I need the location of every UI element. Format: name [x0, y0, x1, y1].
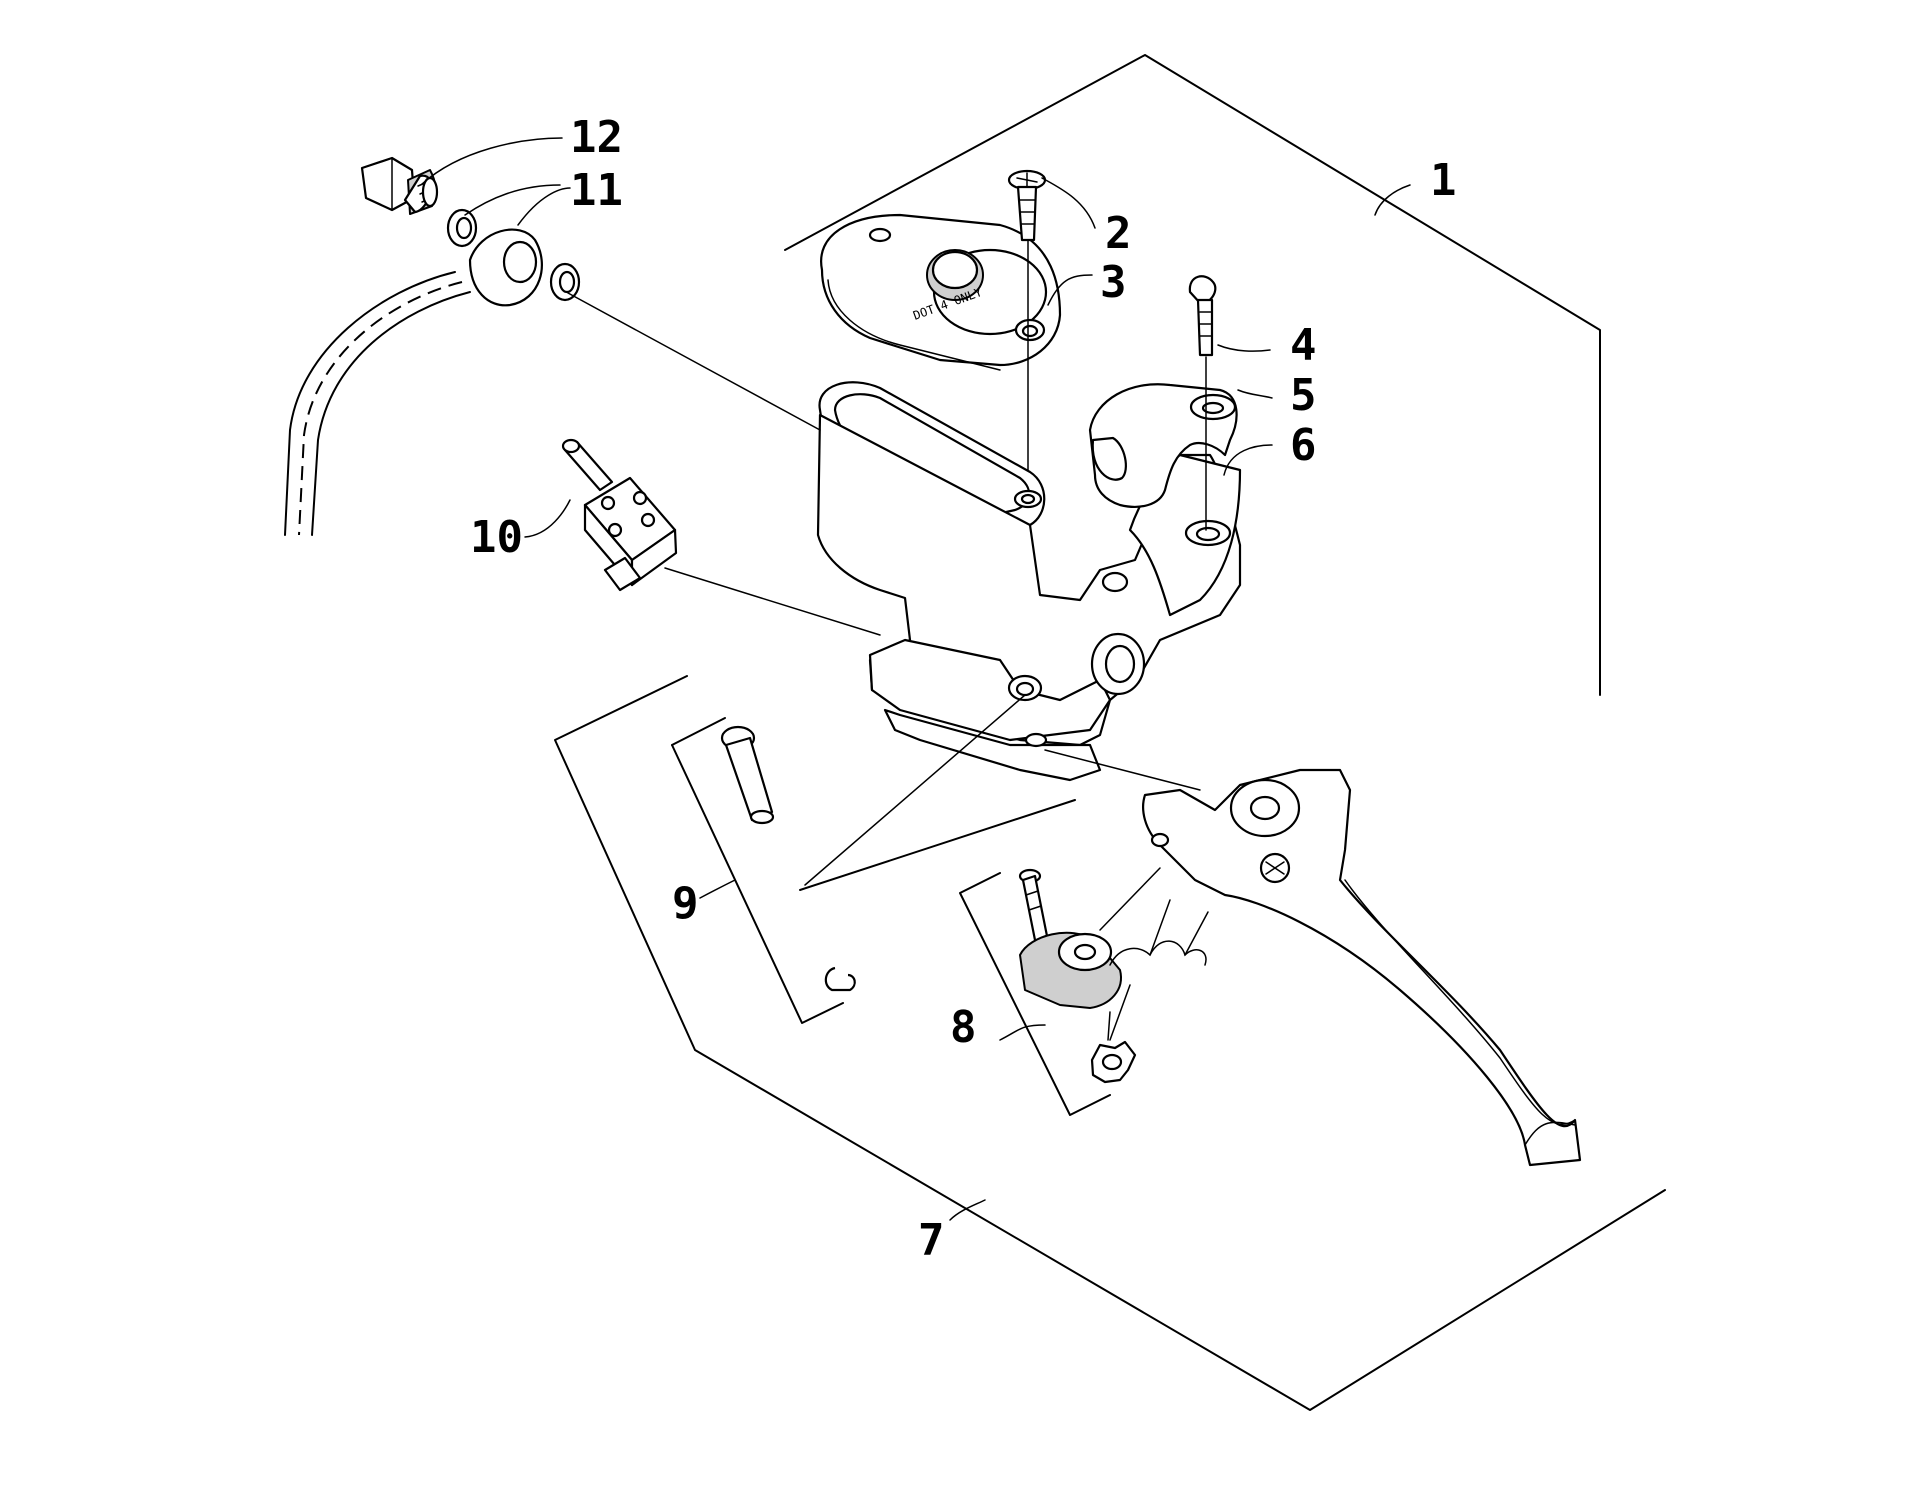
callout-label-12: 12: [570, 112, 623, 163]
callout-label-7: 7: [918, 1215, 945, 1266]
callout-label-5: 5: [1290, 370, 1317, 421]
star-washer: [1090, 1040, 1137, 1084]
assembly-1-bracket: [784, 54, 1601, 696]
brake-hose: [284, 271, 471, 536]
return-spring: [1109, 899, 1209, 966]
callout-label-10: 10: [470, 512, 523, 563]
adjuster-knob: [1019, 931, 1122, 1009]
callout-label-11: 11: [570, 165, 623, 216]
callout-label-4: 4: [1290, 320, 1317, 371]
callout-label-2: 2: [1105, 208, 1132, 259]
subassembly-8-bracket: [959, 872, 1111, 1116]
callout-label-3: 3: [1100, 257, 1127, 308]
leader-lines: [421, 137, 1411, 1221]
reservoir-cover: DOT 4 ONLY: [820, 213, 1062, 371]
handlebar-clamp: [1088, 383, 1238, 508]
adjuster-pin: [1018, 868, 1050, 947]
sealing-washer-lower: [549, 262, 581, 302]
callout-label-8: 8: [950, 1002, 977, 1053]
banjo-fitting: [468, 228, 543, 307]
callout-label-6: 6: [1290, 420, 1317, 471]
retaining-clip: [824, 966, 856, 992]
callout-labels: 1 2 3 4 5 6 7 8 9 10 11 12: [470, 112, 1457, 1266]
assembly-7-bracket: [554, 675, 1666, 1411]
callout-label-9: 9: [672, 878, 699, 929]
cover-screw: [1007, 169, 1047, 481]
callout-label-1: 1: [1430, 155, 1457, 206]
master-cylinder-body: [816, 381, 1242, 782]
sealing-washer-upper: [446, 208, 478, 248]
clamp-screw: [1188, 275, 1217, 531]
brake-light-switch: [561, 438, 678, 592]
pivot-pin: [720, 725, 775, 825]
banjo-bolt: [360, 156, 439, 215]
subassembly-9-bracket: [671, 717, 1076, 1024]
brake-lever: [1142, 768, 1582, 1167]
